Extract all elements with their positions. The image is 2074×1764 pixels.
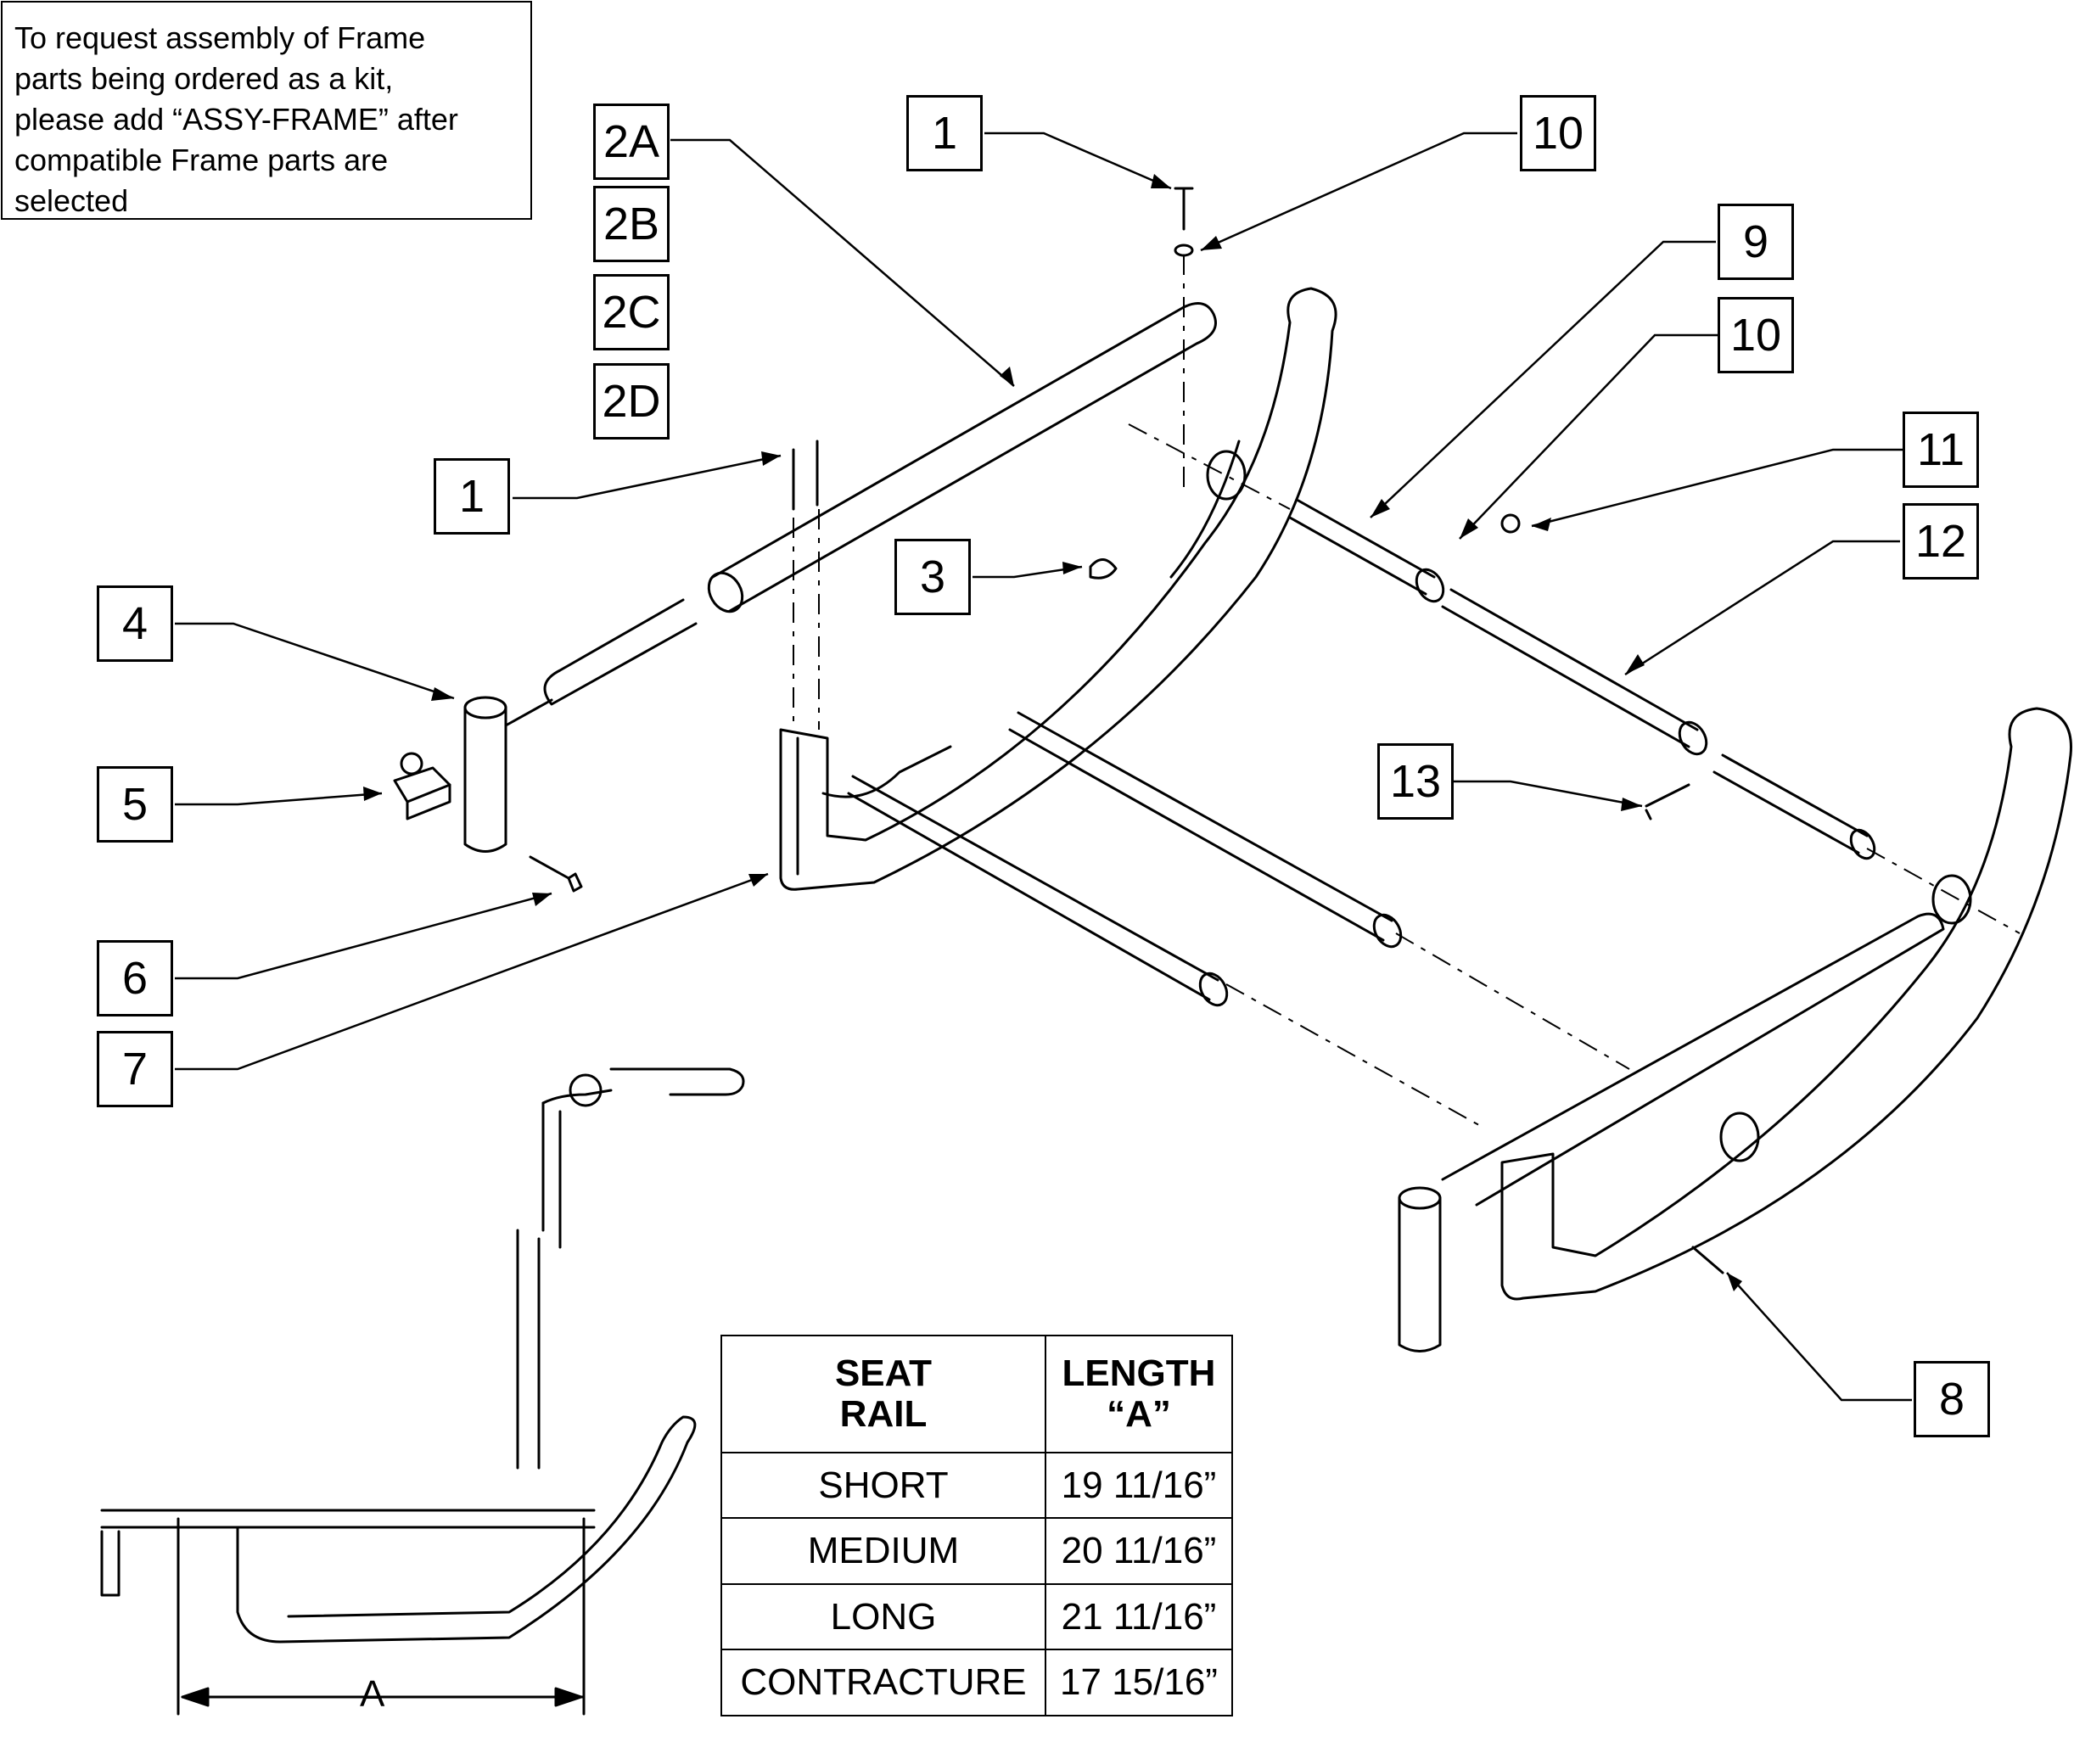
screw-pair-1	[792, 440, 819, 511]
crossbar-rear	[1288, 499, 1876, 860]
rail-length: 17 15/16”	[1045, 1649, 1233, 1716]
callout-2a: 2A	[593, 104, 670, 180]
table-row: SHORT 19 11/16”	[720, 1451, 1233, 1520]
callout-8: 8	[1914, 1361, 1990, 1437]
callout-13: 13	[1377, 743, 1454, 820]
leader-line	[973, 565, 1083, 579]
leader-line	[1454, 780, 1643, 808]
note-line: selected	[14, 183, 129, 218]
alignment-line	[1395, 932, 1630, 1070]
leader-arrowhead	[1371, 499, 1390, 518]
cover-clip-3	[1089, 558, 1118, 580]
leader-line	[1531, 448, 1903, 528]
note-line: parts being ordered as a kit,	[14, 61, 394, 96]
rail-length: 21 11/16”	[1045, 1582, 1233, 1651]
callout-12: 12	[1903, 503, 1979, 580]
leader-line	[1459, 333, 1718, 540]
crossbar-middle	[1008, 711, 1403, 949]
alignment-line	[1866, 848, 2021, 934]
dimension-arrow-left	[181, 1687, 210, 1707]
screw-top-1	[1174, 187, 1194, 231]
leader-line	[1200, 132, 1517, 252]
leader-line	[984, 132, 1172, 190]
rail-type: SHORT	[720, 1451, 1046, 1520]
callout-2d: 2D	[593, 363, 670, 440]
leader-arrowhead	[363, 787, 382, 801]
leader-line	[513, 454, 782, 500]
leader-line	[175, 792, 383, 806]
crossbar-front	[847, 775, 1229, 1007]
clamp-bracket	[393, 752, 451, 820]
leader-arrowhead	[1062, 562, 1082, 574]
side-frame-right	[1398, 707, 2072, 1352]
seat-rail-tube-upper	[543, 302, 1217, 706]
nut-11	[1500, 513, 1521, 534]
header-length-a: LENGTH“A”	[1045, 1335, 1233, 1453]
callout-2c: 2C	[593, 274, 670, 350]
note-line: compatible Frame parts are	[14, 143, 389, 177]
callout-6: 6	[97, 940, 173, 1016]
leader-line	[1624, 540, 1900, 676]
side-frame-left	[779, 287, 1337, 891]
callout-7: 7	[97, 1031, 173, 1107]
dimension-arrow-right	[554, 1687, 583, 1707]
callout-4: 4	[97, 585, 173, 662]
bolt-8	[1691, 1246, 1724, 1274]
leader-arrowhead	[1151, 174, 1171, 188]
frame-post	[463, 696, 553, 853]
leader-line	[175, 872, 769, 1071]
alignment-line	[793, 509, 820, 730]
rail-length: 19 11/16”	[1045, 1451, 1233, 1520]
callout-2b: 2B	[593, 186, 670, 262]
leader-arrowhead	[761, 451, 781, 466]
callout-10-right: 10	[1718, 297, 1794, 373]
leader-arrowhead	[1460, 518, 1478, 539]
washer-top-10	[1174, 244, 1194, 257]
leader-arrowhead	[748, 874, 768, 887]
rail-length: 20 11/16”	[1045, 1517, 1233, 1585]
screw-bolt	[529, 855, 583, 893]
table-row: LONG 21 11/16”	[720, 1582, 1233, 1651]
callout-10-top: 10	[1520, 95, 1596, 171]
dimension-label-a: A	[360, 1673, 385, 1715]
alignment-line	[1225, 983, 1486, 1129]
alignment-line	[1128, 423, 1291, 510]
rail-type: MEDIUM	[720, 1517, 1046, 1585]
leader-line	[1370, 240, 1716, 518]
callout-11: 11	[1903, 412, 1979, 488]
callout-1-left: 1	[434, 458, 510, 535]
rail-type: CONTRACTURE	[720, 1649, 1046, 1716]
leader-line	[175, 622, 455, 700]
assembly-note: To request assembly of Frame parts being…	[1, 1, 532, 220]
callout-3: 3	[894, 539, 971, 615]
callout-5: 5	[97, 766, 173, 843]
leader-arrowhead	[1000, 367, 1014, 386]
leader-line	[1726, 1272, 1912, 1402]
leader-line	[175, 892, 552, 980]
table-row: MEDIUM 20 11/16”	[720, 1517, 1233, 1585]
leader-arrowhead	[1532, 518, 1551, 531]
table-row: CONTRACTURE 17 15/16”	[720, 1649, 1233, 1716]
leader-arrowhead	[1625, 654, 1645, 675]
side-view-detail	[100, 1067, 745, 1644]
callout-1-top: 1	[906, 95, 983, 171]
note-line: please add “ASSY-FRAME” after	[14, 102, 458, 137]
leader-arrowhead	[431, 687, 454, 701]
dimension-line	[177, 1517, 586, 1716]
note-line: To request assembly of Frame	[14, 20, 426, 55]
leader-line	[670, 138, 1015, 387]
callout-9: 9	[1718, 204, 1794, 280]
leader-arrowhead	[1727, 1273, 1742, 1291]
leader-arrowhead	[1621, 798, 1642, 811]
leader-arrowhead	[532, 893, 552, 906]
leader-arrowhead	[1201, 236, 1222, 250]
rail-type: LONG	[720, 1582, 1046, 1651]
bolt-13	[1645, 783, 1690, 820]
